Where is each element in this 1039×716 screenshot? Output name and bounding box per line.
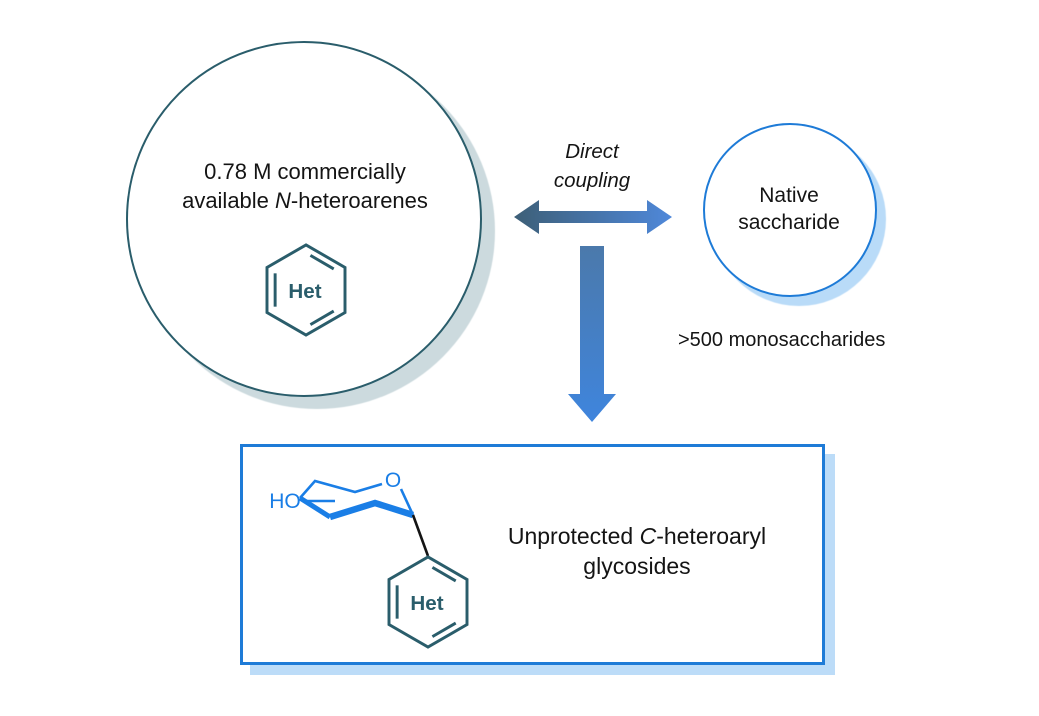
product-heteroaryl-ring-icon: Het [387, 555, 469, 649]
benzene-ring-outline [265, 243, 347, 337]
double-arrow-shape [514, 200, 672, 234]
product-label-line1: Unprotected C-heteroaryl [507, 523, 767, 549]
heteroarene-ring-icon: Het [265, 243, 347, 337]
heteroarene-label-line1: 0.78 M commercially [204, 159, 406, 184]
coupling-label-line2: coupling [553, 169, 631, 192]
double-bond-top-right [309, 254, 335, 271]
benzene-ring-outline [387, 555, 469, 649]
pyranose-structure-icon: HO O [269, 469, 430, 557]
coupling-label-line1: Direct [565, 140, 619, 163]
double-bond-bottom-right [309, 309, 335, 326]
product-label-line2: glycosides [583, 553, 691, 579]
product-box [240, 444, 825, 665]
het-label: Het [288, 280, 321, 303]
ho-label: HO [269, 490, 301, 513]
saccharide-label-line2: saccharide [738, 211, 840, 234]
coupling-double-arrow-icon [514, 200, 672, 234]
saccharide-label: Native saccharide [700, 182, 878, 236]
heteroarene-circle [126, 41, 482, 397]
heteroarene-label-line2: available N-heteroarenes [182, 187, 428, 213]
monosaccharide-note: >500 monosaccharides [678, 329, 886, 351]
saccharide-circle [703, 123, 877, 297]
double-bond-top-right [431, 566, 457, 583]
double-bond-bottom-right [431, 621, 457, 638]
ring-o-anomeric-bond [399, 488, 415, 516]
ring-front-bonds [329, 499, 414, 521]
saccharide-label-line1: Native [759, 184, 819, 207]
down-arrow-shape [568, 246, 616, 422]
coupling-label: Direct coupling [516, 137, 668, 195]
ring-o-label: O [385, 469, 401, 492]
ring-back-bonds [299, 479, 383, 499]
down-arrow-icon [568, 246, 616, 422]
heteroarene-label: 0.78 M commercially available N-heteroar… [138, 158, 472, 215]
product-label: Unprotected C-heteroaryl glycosides [452, 521, 822, 581]
het-label: Het [410, 592, 443, 615]
ring-front-left-bond [298, 495, 332, 520]
glycosidic-bond [411, 514, 430, 557]
